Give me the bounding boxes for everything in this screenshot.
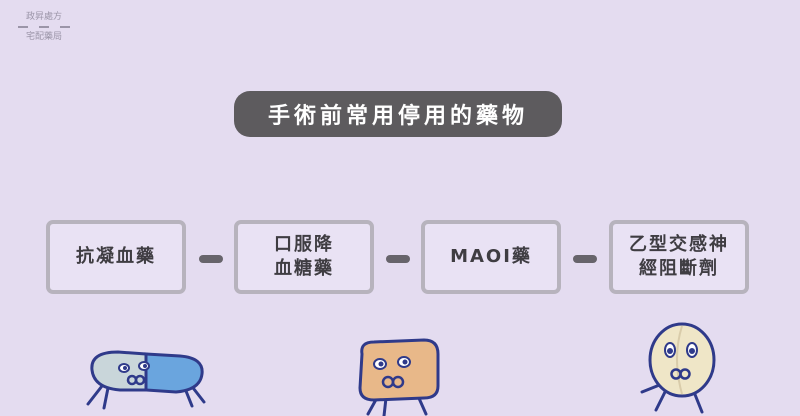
- diagram-title: 手術前常用停用的藥物: [234, 91, 562, 137]
- tablet-pill-mascot-icon: [358, 338, 440, 416]
- node-beta-blocker: 乙型交感神 經阻斷劑: [609, 220, 749, 294]
- connector-2: [386, 255, 410, 263]
- node-anticoagulant: 抗凝血藥: [46, 220, 186, 294]
- node-oral-hypoglycemic: 口服降 血糖藥: [234, 220, 374, 294]
- connector-1: [199, 255, 223, 263]
- brand-name-line1: 政昇處方: [25, 12, 62, 22]
- round-pill-mascot-icon: [640, 322, 716, 414]
- connector-3: [573, 255, 597, 263]
- node-maoi: MAOI藥: [421, 220, 561, 294]
- brand-logo: 政昇處方 宅配藥局: [14, 10, 74, 44]
- logo-divider: [18, 26, 70, 28]
- capsule-pill-mascot-icon: [86, 350, 206, 410]
- brand-name-line2: 宅配藥局: [25, 32, 62, 42]
